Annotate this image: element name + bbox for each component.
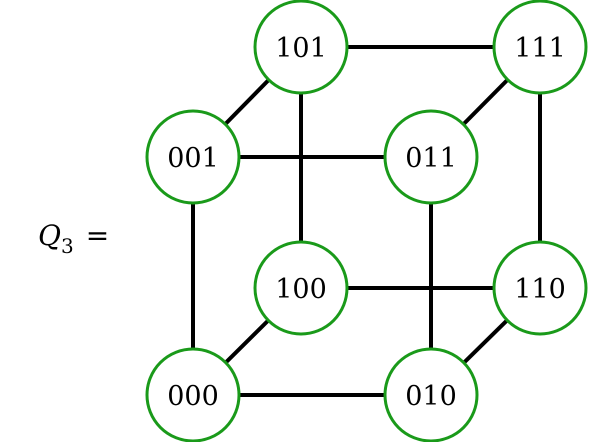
node-010: 010	[383, 347, 479, 442]
node-100: 100	[253, 240, 349, 336]
node-circle	[383, 109, 479, 205]
node-label: 100	[275, 274, 327, 305]
node-label: 001	[167, 143, 219, 174]
node-circle	[383, 347, 479, 442]
node-circle	[253, 0, 349, 95]
node-011: 011	[383, 109, 479, 205]
node-label: 011	[405, 143, 457, 174]
node-circle	[145, 109, 241, 205]
node-circle	[253, 240, 349, 336]
node-label: 111	[514, 33, 566, 64]
node-110: 110	[492, 240, 588, 336]
node-101: 101	[253, 0, 349, 95]
node-000: 000	[145, 347, 241, 442]
node-label: 010	[405, 381, 457, 412]
node-circle	[492, 0, 588, 95]
node-label: 110	[514, 274, 566, 305]
node-label: 101	[275, 33, 327, 64]
nodes: 000 010 001 011 100 110 101 111	[145, 0, 588, 442]
node-001: 001	[145, 109, 241, 205]
node-circle	[145, 347, 241, 442]
node-111: 111	[492, 0, 588, 95]
edges	[191, 45, 542, 397]
node-circle	[492, 240, 588, 336]
node-label: 000	[167, 381, 219, 412]
q3-label: Q3=	[38, 219, 109, 258]
